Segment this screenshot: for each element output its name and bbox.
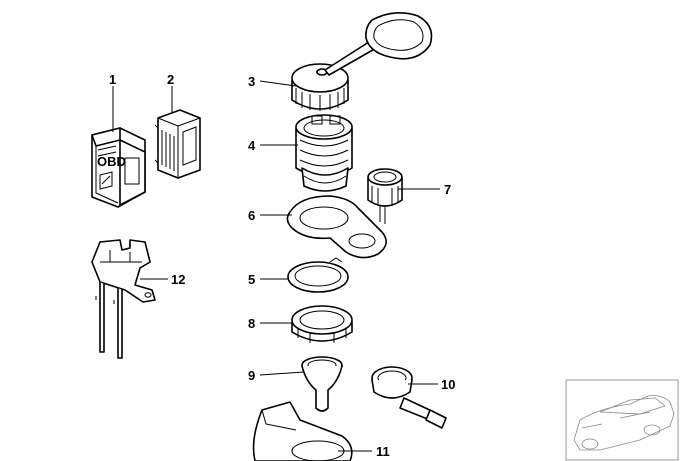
callout-10: 10 bbox=[441, 377, 455, 392]
callout-numbers: 1 2 3 4 5 6 7 8 9 10 11 12 bbox=[109, 72, 455, 459]
callout-6: 6 bbox=[248, 208, 255, 223]
part-8-clamping-ring[interactable] bbox=[291, 305, 353, 343]
callout-11: 11 bbox=[376, 444, 390, 459]
callout-3: 3 bbox=[248, 74, 255, 89]
part-11-cover-plate[interactable] bbox=[252, 401, 353, 461]
part-4-filler-neck[interactable] bbox=[295, 114, 353, 192]
callout-7: 7 bbox=[444, 182, 451, 197]
vehicle-thumbnail bbox=[565, 379, 679, 461]
part-10-grommet-hose[interactable] bbox=[371, 366, 447, 429]
callout-1: 1 bbox=[109, 72, 116, 87]
part-9-drain-funnel[interactable] bbox=[301, 356, 343, 412]
leader-lines bbox=[112, 80, 440, 452]
callout-2: 2 bbox=[167, 72, 174, 87]
callout-4: 4 bbox=[248, 138, 256, 153]
part-6-gasket-plate[interactable] bbox=[286, 195, 387, 259]
part-12-retaining-bracket[interactable] bbox=[91, 239, 156, 359]
part-7-small-socket[interactable] bbox=[367, 168, 403, 224]
part-1-obd-socket[interactable]: OBD bbox=[91, 127, 146, 208]
callout-5: 5 bbox=[248, 272, 255, 287]
part-5-seal-ring[interactable] bbox=[287, 257, 349, 293]
callout-9: 9 bbox=[248, 368, 255, 383]
part-3-filler-cap[interactable] bbox=[291, 12, 433, 111]
callout-8: 8 bbox=[248, 316, 255, 331]
part-2-connector-plug[interactable] bbox=[154, 109, 201, 179]
callout-12: 12 bbox=[171, 272, 185, 287]
obd-label: OBD bbox=[97, 154, 126, 169]
